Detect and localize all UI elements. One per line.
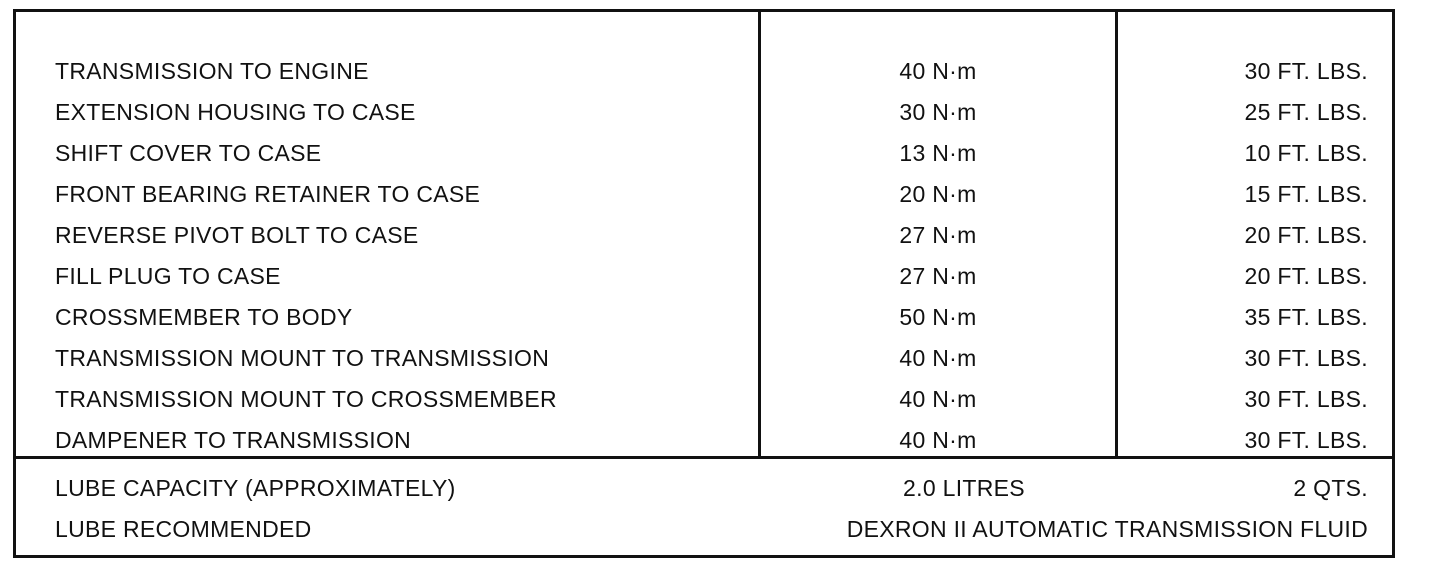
imperial-value: 25 FT. LBS.	[1244, 99, 1368, 125]
table-row: TRANSMISSION MOUNT TO CROSSMEMBER 40 N·m…	[16, 380, 1392, 421]
lube-capacity-imperial: 2 QTS.	[1293, 475, 1368, 501]
imperial-value: 35 FT. LBS.	[1244, 304, 1368, 330]
table-row: TRANSMISSION MOUNT TO TRANSMISSION 40 N·…	[16, 339, 1392, 380]
metric-value: 50 N·m	[899, 304, 977, 330]
metric-value: 40 N·m	[899, 386, 977, 412]
metric-value: 40 N·m	[899, 427, 977, 453]
table-row: CROSSMEMBER TO BODY 50 N·m 35 FT. LBS.	[16, 298, 1392, 339]
imperial-value: 30 FT. LBS.	[1244, 345, 1368, 371]
table-row: REVERSE PIVOT BOLT TO CASE 27 N·m 20 FT.…	[16, 216, 1392, 257]
metric-value: 40 N·m	[899, 345, 977, 371]
lube-capacity-metric: 2.0 LITRES	[903, 475, 1025, 501]
imperial-value: 10 FT. LBS.	[1244, 140, 1368, 166]
imperial-value: 30 FT. LBS.	[1244, 58, 1368, 84]
item-label: EXTENSION HOUSING TO CASE	[55, 99, 416, 125]
lube-recommended-value: DEXRON II AUTOMATIC TRANSMISSION FLUID	[846, 516, 1368, 542]
item-label: REVERSE PIVOT BOLT TO CASE	[55, 222, 419, 248]
table-row: DAMPENER TO TRANSMISSION 40 N·m 30 FT. L…	[16, 421, 1392, 462]
item-label: TRANSMISSION MOUNT TO TRANSMISSION	[55, 345, 550, 371]
metric-value: 13 N·m	[899, 140, 977, 166]
table-row: FRONT BEARING RETAINER TO CASE 20 N·m 15…	[16, 175, 1392, 216]
lube-capacity-row: LUBE CAPACITY (APPROXIMATELY) 2.0 LITRES…	[16, 469, 1392, 510]
metric-value: 27 N·m	[899, 222, 977, 248]
imperial-value: 20 FT. LBS.	[1244, 222, 1368, 248]
lube-recommended-label: LUBE RECOMMENDED	[55, 516, 312, 542]
item-label: SHIFT COVER TO CASE	[55, 140, 322, 166]
column-divider	[758, 12, 761, 456]
item-label: FILL PLUG TO CASE	[55, 263, 281, 289]
column-divider	[1115, 12, 1118, 456]
item-label: FRONT BEARING RETAINER TO CASE	[55, 181, 481, 207]
item-label: DAMPENER TO TRANSMISSION	[55, 427, 412, 453]
imperial-value: 20 FT. LBS.	[1244, 263, 1368, 289]
imperial-value: 30 FT. LBS.	[1244, 386, 1368, 412]
table-row: FILL PLUG TO CASE 27 N·m 20 FT. LBS.	[16, 257, 1392, 298]
lube-recommended-row: LUBE RECOMMENDED DEXRON II AUTOMATIC TRA…	[16, 510, 1392, 551]
imperial-value: 30 FT. LBS.	[1244, 427, 1368, 453]
table-row: TRANSMISSION TO ENGINE 40 N·m 30 FT. LBS…	[16, 52, 1392, 93]
item-label: CROSSMEMBER TO BODY	[55, 304, 353, 330]
lube-capacity-label: LUBE CAPACITY (APPROXIMATELY)	[55, 475, 456, 501]
torque-rows: TRANSMISSION TO ENGINE 40 N·m 30 FT. LBS…	[16, 52, 1392, 462]
torque-section: TRANSMISSION TO ENGINE 40 N·m 30 FT. LBS…	[16, 12, 1392, 459]
item-label: TRANSMISSION TO ENGINE	[55, 58, 369, 84]
table-row: SHIFT COVER TO CASE 13 N·m 10 FT. LBS.	[16, 134, 1392, 175]
item-label: TRANSMISSION MOUNT TO CROSSMEMBER	[55, 386, 557, 412]
metric-value: 20 N·m	[899, 181, 977, 207]
torque-spec-table: TRANSMISSION TO ENGINE 40 N·m 30 FT. LBS…	[13, 9, 1395, 558]
metric-value: 27 N·m	[899, 263, 977, 289]
table-row: EXTENSION HOUSING TO CASE 30 N·m 25 FT. …	[16, 93, 1392, 134]
lube-section: LUBE CAPACITY (APPROXIMATELY) 2.0 LITRES…	[16, 459, 1392, 555]
metric-value: 40 N·m	[899, 58, 977, 84]
imperial-value: 15 FT. LBS.	[1244, 181, 1368, 207]
metric-value: 30 N·m	[899, 99, 977, 125]
